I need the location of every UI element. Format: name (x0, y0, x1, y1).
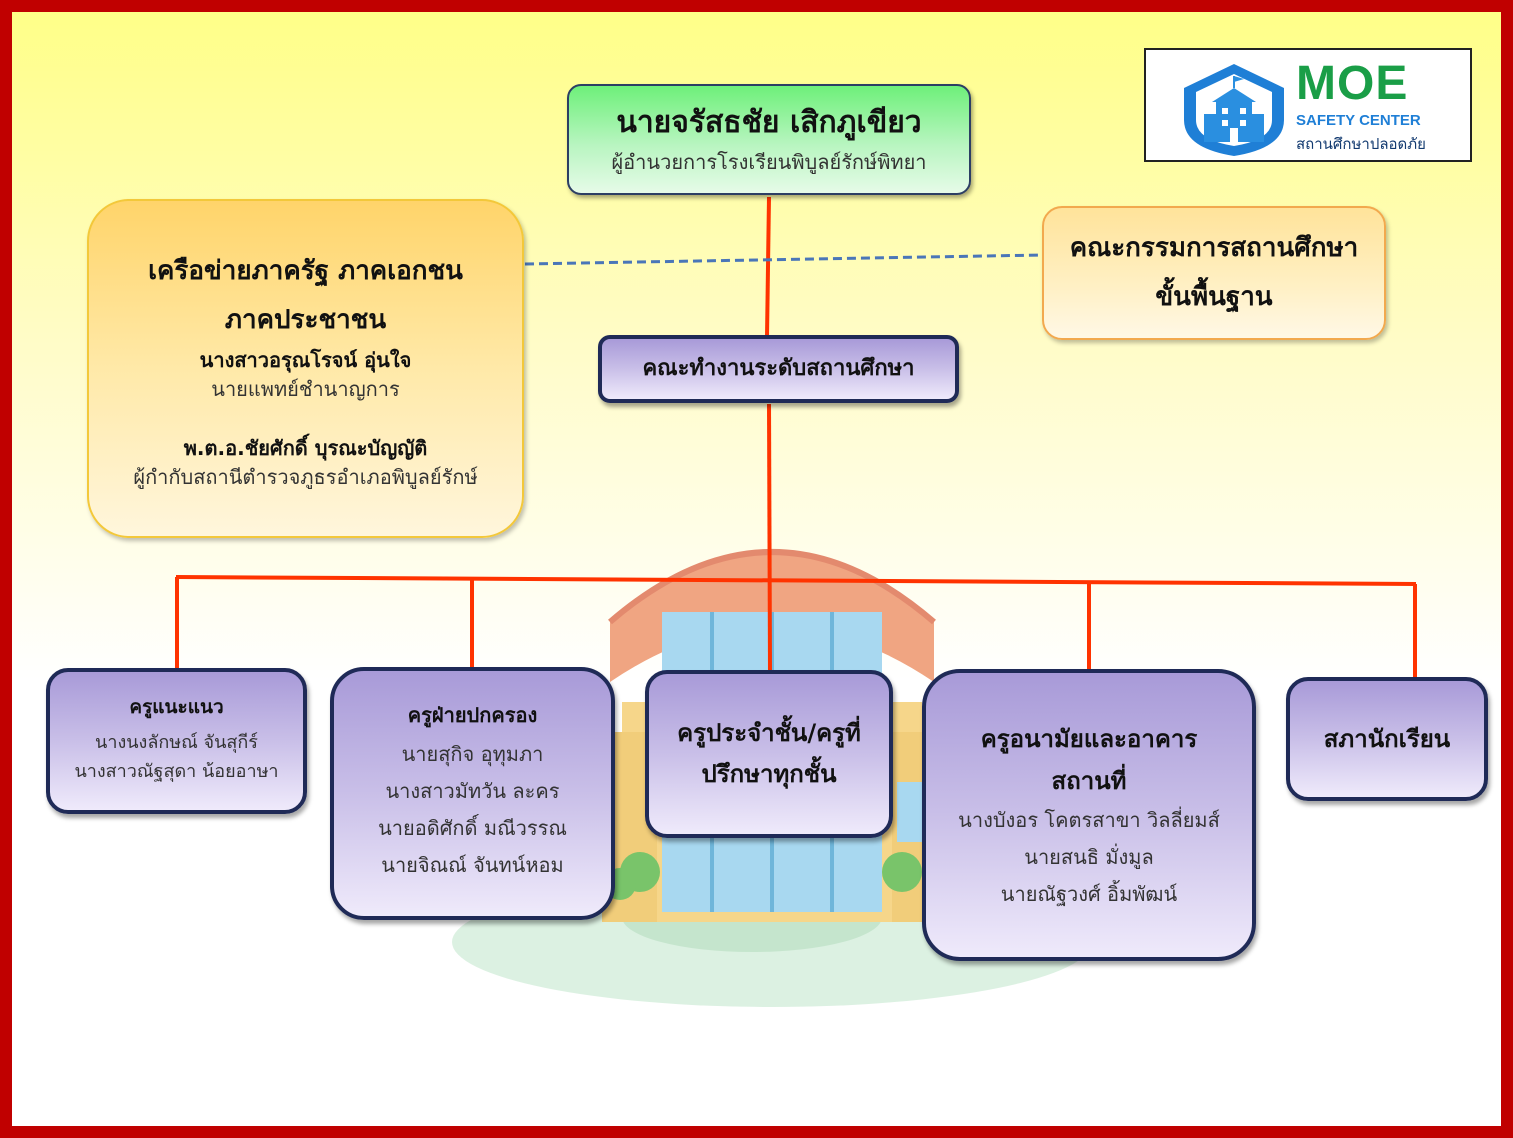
discipline-member: นายจิณณ์ จันทน์หอม (381, 853, 564, 877)
discipline-member: นายอดิศักดิ์ มณีวรรณ (378, 816, 567, 840)
network-person1-name: นางสาวอรุณโรจน์ อุ่นใจ (199, 347, 412, 372)
network-person1-role: นายแพทย์ชำนาญการ (211, 376, 400, 401)
health-box: ครูอนามัยและอาคาร สถานที่ นางบังอร โคตรส… (922, 669, 1256, 961)
guidance-box: ครูแนะแนว นางนงลักษณ์ จันสุกีร์ นางสาวณั… (46, 668, 307, 814)
dashed-link-network-committee (524, 253, 1043, 266)
committee-line2: ขั้นพื้นฐาน (1155, 282, 1273, 312)
logo-thai: สถานศึกษาปลอดภัย (1296, 135, 1426, 153)
guidance-member: นางสาวณัฐสุดา น้อยอาษา (74, 760, 279, 782)
director-role: ผู้อำนวยการโรงเรียนพิบูลย์รักษ์พิทยา (611, 149, 927, 174)
network-person2-name: พ.ต.อ.ชัยศักดิ์ บุรณะบัญญัติ (183, 435, 428, 460)
logo-brand: MOE (1296, 57, 1409, 110)
director-box: นายจรัสธชัย เสิกภูเขียว ผู้อำนวยการโรงเร… (567, 84, 971, 195)
school-shield-icon (1184, 64, 1284, 156)
homeroom-line1: ครูประจำชั้น/ครูที่ (677, 719, 861, 748)
moe-safety-logo: MOE SAFETY CENTER สถานศึกษาปลอดภัย (1144, 48, 1472, 162)
committee-line1: คณะกรรมการสถานศึกษา (1069, 232, 1359, 263)
discipline-box: ครูฝ่ายปกครอง นายสุกิจ อุทุมภา นางสาวมัท… (330, 667, 615, 920)
health-member: นายณัฐวงศ์ อิ้มพัฒน์ (1000, 881, 1178, 906)
guidance-title: ครูแนะแนว (129, 695, 224, 718)
network-title-line1: เครือข่ายภาครัฐ ภาคเอกชน (148, 256, 463, 287)
connector-bus (175, 575, 1417, 586)
workgroup-box: คณะทำงานระดับสถานศึกษา (598, 335, 959, 403)
health-line2: สถานที่ (1051, 766, 1127, 795)
connector-workgroup-bus (767, 403, 772, 673)
council-title: สภานักเรียน (1323, 725, 1451, 753)
network-title-line2: ภาคประชาชน (224, 304, 387, 335)
homeroom-line2: ปรึกษาทุกชั้น (701, 760, 837, 788)
network-person2-role: ผู้กำกับสถานีตำรวจภูธรอำเภอพิบูลย์รักษ์ (133, 464, 478, 489)
discipline-member: นางสาวมัทวัน ละคร (385, 779, 560, 803)
workgroup-title: คณะทำงานระดับสถานศึกษา (642, 356, 915, 382)
discipline-member: นายสุกิจ อุทุมภา (401, 742, 544, 766)
health-line1: ครูอนามัยและอาคาร (980, 724, 1198, 753)
guidance-member: นางนงลักษณ์ จันสุกีร์ (95, 732, 258, 754)
health-member: นางบังอร โคตรสาขา วิลลี่ยมส์ (958, 807, 1220, 832)
council-box: สภานักเรียน (1286, 677, 1488, 801)
discipline-title: ครูฝ่ายปกครอง (407, 703, 538, 727)
homeroom-box: ครูประจำชั้น/ครูที่ ปรึกษาทุกชั้น (645, 670, 893, 838)
network-box: เครือข่ายภาครัฐ ภาคเอกชน ภาคประชาชน นางส… (87, 199, 524, 538)
health-member: นายสนธิ มั่งมูล (1024, 844, 1154, 869)
director-name: นายจรัสธชัย เสิกภูเขียว (616, 105, 922, 141)
connector-lines (175, 196, 1417, 677)
committee-box: คณะกรรมการสถานศึกษา ขั้นพื้นฐาน (1042, 206, 1386, 340)
logo-subtitle: SAFETY CENTER (1296, 112, 1421, 129)
connector-director-workgroup (765, 196, 771, 338)
